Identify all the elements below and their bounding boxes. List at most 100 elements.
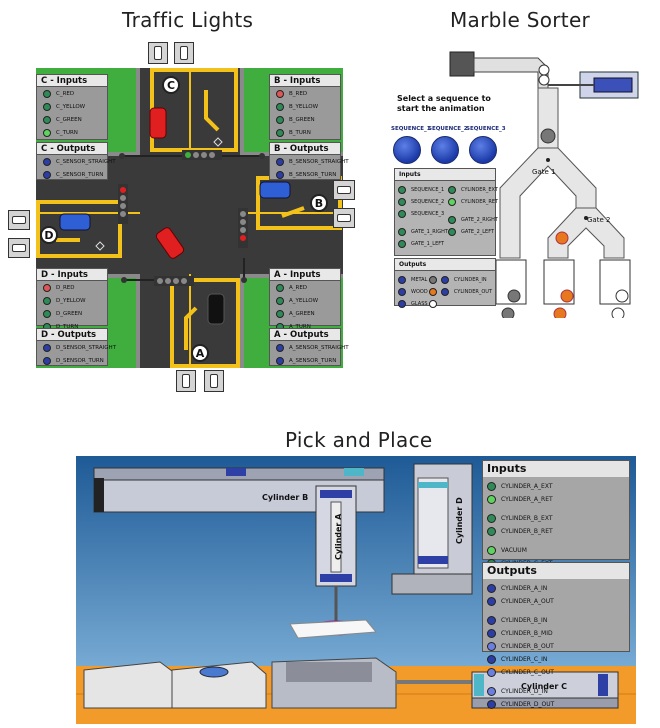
status-led-icon[interactable] <box>487 527 496 536</box>
io-row: C_TURN <box>37 126 107 139</box>
status-led-icon[interactable] <box>398 210 406 218</box>
status-led-icon[interactable] <box>487 584 496 593</box>
status-led-icon[interactable] <box>398 276 406 284</box>
status-led-icon[interactable] <box>276 128 284 137</box>
status-led-icon[interactable] <box>276 283 284 292</box>
car-a-turn-button[interactable] <box>176 370 196 392</box>
car-b-straight-button[interactable] <box>333 180 355 200</box>
io-row: CYLINDER_RET <box>447 196 498 208</box>
status-led-icon[interactable] <box>398 288 406 296</box>
status-led-icon[interactable] <box>398 198 406 206</box>
io-label: SEQUENCE_1 <box>411 187 445 193</box>
gate-2-label: Gate 2 <box>587 216 611 224</box>
status-led-icon[interactable] <box>447 228 456 236</box>
status-led-icon[interactable] <box>276 157 284 166</box>
sequence-3-label: SEQUENCE_3 <box>466 126 506 132</box>
status-led-icon[interactable] <box>487 700 496 709</box>
car-c-turn-button[interactable] <box>174 42 194 64</box>
status-led-icon[interactable] <box>487 668 496 677</box>
status-led-icon[interactable] <box>487 546 496 555</box>
sequence-1-button[interactable] <box>393 136 421 164</box>
io-row: METAL <box>398 274 429 286</box>
car-d-turn-button[interactable] <box>8 238 30 258</box>
status-led-icon[interactable] <box>43 102 51 111</box>
status-led-icon[interactable] <box>447 198 456 206</box>
io-label: B_SENSOR_STRAIGHT <box>289 158 349 165</box>
io-row: GATE_2_LEFT <box>447 226 498 238</box>
io-row: A_YELLOW <box>270 294 340 307</box>
car-d-straight-button[interactable] <box>8 210 30 230</box>
io-row: C_RED <box>37 87 107 100</box>
io-row: CYLINDER_C_IN <box>487 653 559 666</box>
status-led-icon[interactable] <box>276 170 284 179</box>
io-row: GATE_2_RIGHT <box>447 214 498 226</box>
status-led-icon[interactable] <box>43 128 51 137</box>
io-label: CYLINDER_OUT <box>453 289 492 295</box>
status-led-icon[interactable] <box>487 495 496 504</box>
status-led-icon[interactable] <box>276 115 284 124</box>
status-led-icon[interactable] <box>398 186 406 194</box>
cylinder-b-label: Cylinder B <box>262 493 308 502</box>
status-led-icon[interactable] <box>398 300 406 308</box>
status-led-icon[interactable] <box>487 655 496 664</box>
gate-1-label: Gate 1 <box>532 168 556 176</box>
car-c-straight-button[interactable] <box>148 42 168 64</box>
io-label: C_TURN <box>56 129 78 136</box>
status-led-icon[interactable] <box>447 186 456 194</box>
status-led-icon[interactable] <box>487 616 496 625</box>
status-led-icon[interactable] <box>276 102 284 111</box>
io-row: B_RED <box>270 87 340 100</box>
approach-a-label: A <box>191 344 209 362</box>
io-label: CYLINDER_A_IN <box>501 585 548 592</box>
status-led-icon[interactable] <box>447 216 456 224</box>
io-label: B_RED <box>289 90 308 97</box>
status-led-icon[interactable] <box>440 288 449 296</box>
io-row: CYLINDER_OUT <box>440 286 492 298</box>
io-row: CYLINDER_B_OUT <box>487 640 559 653</box>
pick-and-place-title: Pick and Place <box>285 428 433 452</box>
sequence-3-button[interactable] <box>469 136 497 164</box>
status-led-icon[interactable] <box>43 296 51 305</box>
status-led-icon[interactable] <box>43 356 51 365</box>
status-led-icon[interactable] <box>487 687 496 696</box>
status-led-icon[interactable] <box>276 309 284 318</box>
status-led-icon[interactable] <box>440 276 449 284</box>
status-led-icon[interactable] <box>43 157 51 166</box>
status-led-icon[interactable] <box>43 309 51 318</box>
status-led-icon[interactable] <box>276 356 284 365</box>
car-b-turn-button[interactable] <box>333 208 355 228</box>
status-led-icon[interactable] <box>487 597 496 606</box>
status-led-icon[interactable] <box>43 170 51 179</box>
status-led-icon[interactable] <box>398 228 406 236</box>
status-led-icon[interactable] <box>487 482 496 491</box>
status-led-icon[interactable] <box>276 89 284 98</box>
io-label: CYLINDER_EXT <box>460 187 498 193</box>
io-label: CYLINDER_C_IN <box>501 656 548 663</box>
car-a-straight-button[interactable] <box>204 370 224 392</box>
status-led-icon[interactable] <box>276 296 284 305</box>
sequence-2-button[interactable] <box>431 136 459 164</box>
status-led-icon[interactable] <box>487 642 496 651</box>
status-led-icon[interactable] <box>276 343 284 352</box>
status-led-icon[interactable] <box>43 283 51 292</box>
approach-d-label: D <box>40 226 58 244</box>
status-led-icon[interactable] <box>43 343 51 352</box>
status-led-icon[interactable] <box>43 89 51 98</box>
status-led-icon[interactable] <box>487 514 496 523</box>
io-row: CYLINDER_B_MID <box>487 627 559 640</box>
io-row: CYLINDER_D_IN <box>487 685 559 698</box>
marble-color-icon <box>428 288 437 296</box>
b-outputs-title: B - Outputs <box>270 143 340 155</box>
status-led-icon[interactable] <box>43 115 51 124</box>
io-label: GLASS <box>411 301 428 307</box>
status-led-icon[interactable] <box>398 240 406 248</box>
io-row: GLASS <box>398 298 429 310</box>
marble-color-icon <box>428 300 437 308</box>
io-label: C_YELLOW <box>56 103 86 110</box>
status-led-icon[interactable] <box>487 629 496 638</box>
io-row: CYLINDER_A_RET <box>487 493 559 506</box>
